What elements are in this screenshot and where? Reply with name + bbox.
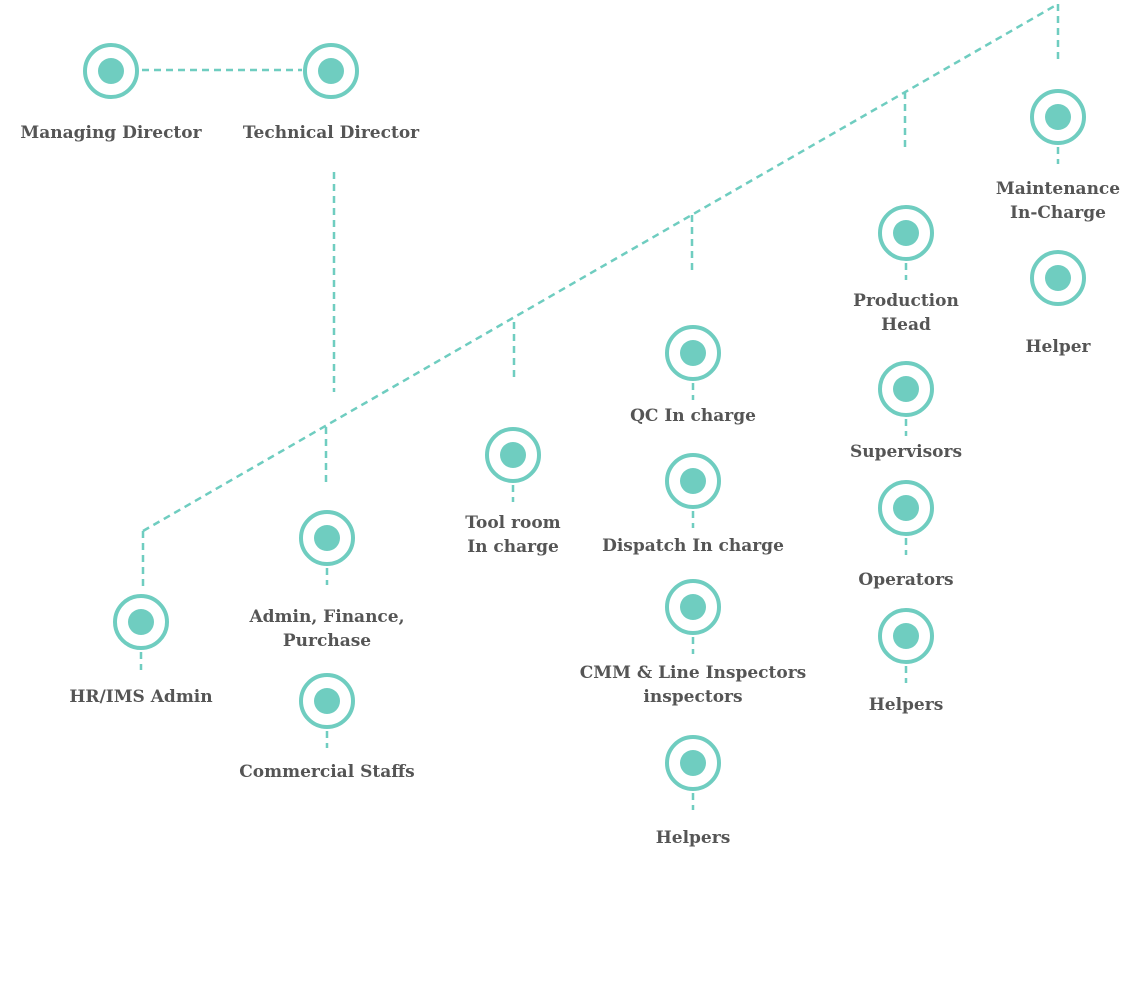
node-label: HR/IMS Admin	[69, 687, 212, 707]
node-label: Purchase	[283, 631, 371, 651]
connector-line	[142, 2, 1059, 533]
node-label: Supervisors	[850, 442, 962, 462]
node-label: Commercial Staffs	[239, 762, 415, 782]
node-technical-director: Technical Director	[243, 43, 420, 143]
node-label: Managing Director	[20, 123, 202, 143]
node-label: Helper	[1026, 337, 1092, 357]
node-dot-icon	[893, 376, 919, 402]
node-label: Admin, Finance,	[248, 607, 404, 627]
node-qc-helpers: Helpers	[656, 735, 731, 848]
node-dot-icon	[500, 442, 526, 468]
node-label: CMM & Line Inspectors	[580, 663, 807, 683]
node-label: Helpers	[656, 828, 731, 848]
node-dot-icon	[128, 609, 154, 635]
node-production-helpers: Helpers	[869, 608, 944, 715]
node-label: Tool room	[465, 513, 560, 533]
node-label: Technical Director	[243, 123, 420, 143]
node-dispatch-in-charge: Dispatch In charge	[602, 453, 784, 556]
node-admin-finance-purchase: Admin, Finance, Purchase	[248, 510, 405, 651]
node-qc-in-charge: QC In charge	[630, 325, 756, 426]
node-label: Maintenance	[996, 179, 1120, 199]
node-dot-icon	[680, 594, 706, 620]
node-hr-ims-admin: HR/IMS Admin	[69, 594, 213, 707]
node-label: Dispatch In charge	[602, 536, 784, 556]
node-dot-icon	[1045, 104, 1071, 130]
node-cmm-line-inspectors: CMM & Line Inspectors inspectors	[580, 579, 807, 707]
node-tool-room-in-charge: Tool room In charge	[465, 427, 561, 557]
connectors	[139, 2, 1060, 810]
node-dot-icon	[318, 58, 344, 84]
node-dot-icon	[98, 58, 124, 84]
node-managing-director: Managing Director	[20, 43, 203, 143]
node-dot-icon	[1045, 265, 1071, 291]
node-label: Head	[881, 315, 931, 335]
node-dot-icon	[893, 623, 919, 649]
node-maintenance-helper: Helper	[1026, 250, 1092, 357]
node-dot-icon	[314, 525, 340, 551]
node-label: inspectors	[643, 687, 742, 707]
node-supervisors: Supervisors	[850, 361, 962, 462]
node-operators: Operators	[858, 480, 954, 590]
node-commercial-staffs: Commercial Staffs	[239, 673, 415, 782]
nodes: Managing Director Technical DirectorHR/IM…	[20, 43, 1120, 848]
node-dot-icon	[893, 495, 919, 521]
node-label: QC In charge	[630, 406, 756, 426]
node-dot-icon	[680, 340, 706, 366]
node-label: Operators	[858, 570, 953, 590]
node-label: Production	[853, 291, 959, 311]
node-label: In-Charge	[1010, 203, 1106, 223]
node-dot-icon	[680, 468, 706, 494]
node-dot-icon	[314, 688, 340, 714]
node-dot-icon	[680, 750, 706, 776]
node-dot-icon	[893, 220, 919, 246]
node-label: In charge	[467, 537, 559, 557]
node-label: Helpers	[869, 695, 944, 715]
